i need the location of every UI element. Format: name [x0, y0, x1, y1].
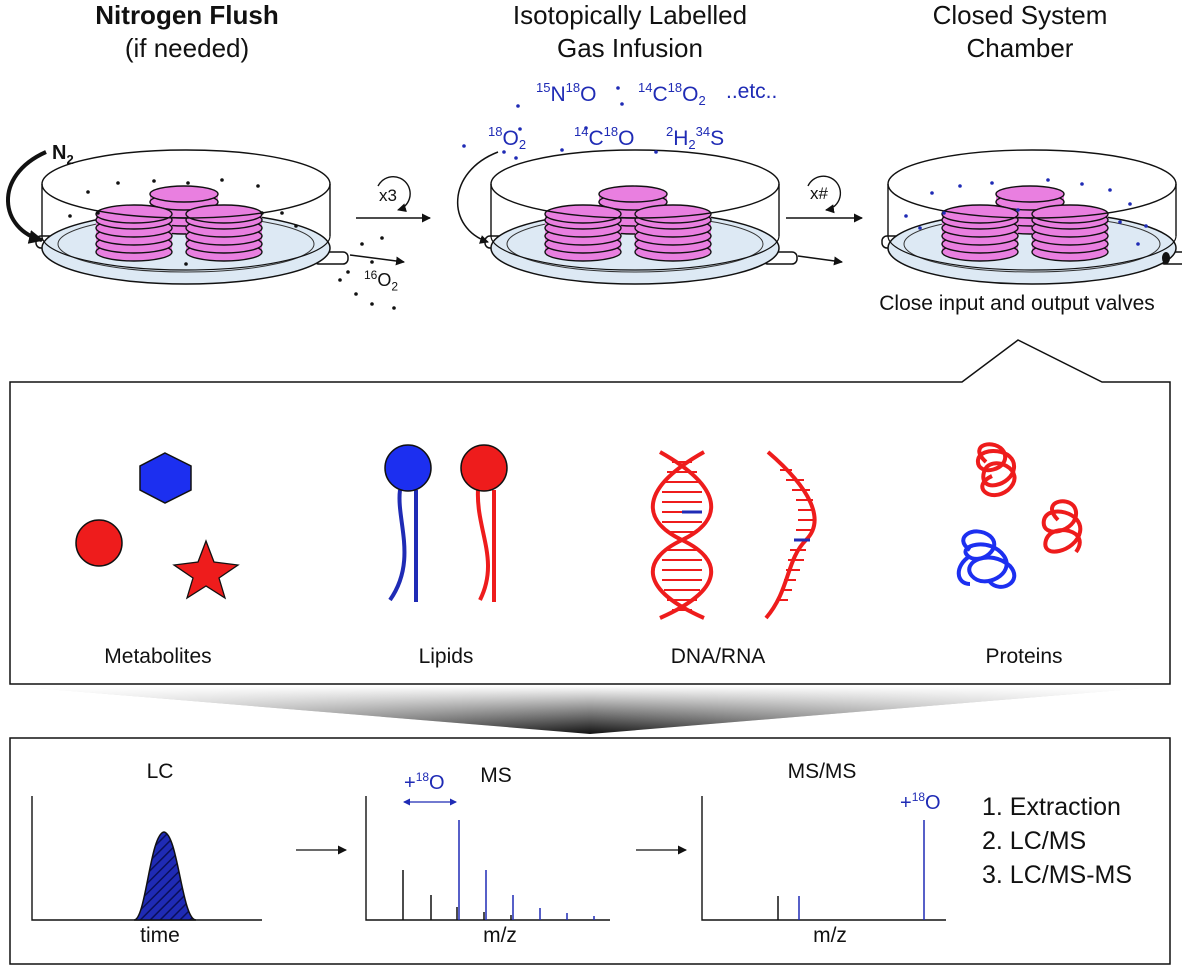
msms-title: MS/MS [787, 760, 857, 783]
stage2-title: Isotopically Labelled [512, 0, 748, 30]
label-dna-rna: DNA/RNA [670, 645, 766, 668]
analysis-panel-outline [9, 737, 1171, 965]
lc-chromatogram [31, 796, 262, 921]
ms-title: MS [480, 764, 512, 787]
gas-15n18o: 15N18O [536, 80, 597, 106]
msms-xlabel: m/z [813, 924, 847, 947]
lipids-graphic [384, 444, 508, 602]
step-lcms: 2. LC/MS [982, 827, 1087, 855]
msms-annotation: +18O [900, 790, 941, 814]
ms-annotation: +18O [404, 770, 445, 794]
stage2-subtitle: Gas Infusion [557, 33, 703, 63]
ms-xlabel: m/z [483, 924, 517, 947]
stage1-subtitle: (if needed) [124, 33, 250, 63]
chamber-gas-infusion [484, 149, 798, 285]
stage3-subtitle: Chamber [966, 33, 1074, 63]
gas-2h2-34s: 2H234S [666, 124, 725, 152]
gas-inflow-arrow [456, 151, 499, 244]
cycle-arrow-x3 [356, 176, 431, 223]
o16-dots [338, 236, 396, 310]
o16-label: 16O2 [364, 268, 399, 294]
label-lipids: Lipids [418, 645, 474, 668]
lc-title: LC [146, 760, 174, 783]
molecule-panel-outline [9, 339, 1171, 685]
cycle-count-x3: x3 [379, 186, 397, 205]
ms-spectrum [365, 796, 610, 921]
gas-etc: ..etc.. [726, 80, 778, 103]
label-metabolites: Metabolites [104, 645, 212, 668]
n2-label: N2 [52, 142, 74, 167]
label-proteins: Proteins [985, 645, 1063, 668]
chamber-closed-system [881, 149, 1182, 285]
valve-note: Close input and output valves [879, 292, 1155, 315]
cycle-arrow-xn [786, 175, 863, 223]
gas-18o2: 18O2 [488, 124, 527, 152]
stage3-title: Closed System [932, 0, 1108, 30]
step-extraction: 1. Extraction [982, 793, 1121, 821]
proteins-graphic [956, 442, 1083, 589]
n2-inflow-arrow [6, 150, 47, 244]
step-lcmsms: 3. LC/MS-MS [982, 861, 1133, 889]
stage1-title: Nitrogen Flush [95, 0, 279, 30]
gas-14c18o2: 14C18O2 [638, 80, 706, 108]
chamber-nitrogen-flush [35, 149, 349, 285]
workflow-steps: 1. Extraction 2. LC/MS 3. LC/MS-MS [982, 790, 1132, 892]
outflow-arrow-1 [349, 254, 405, 266]
lc-xlabel: time [140, 924, 180, 947]
dna-rna-graphic [650, 450, 817, 620]
msms-spectrum [701, 796, 946, 921]
metabolites-graphic [75, 452, 240, 600]
gas-14c18o: 14C18O [574, 124, 635, 150]
outflow-arrow-2 [797, 255, 843, 266]
labelled-gas-dots [462, 86, 658, 160]
cycle-count-xn: x# [810, 184, 828, 203]
